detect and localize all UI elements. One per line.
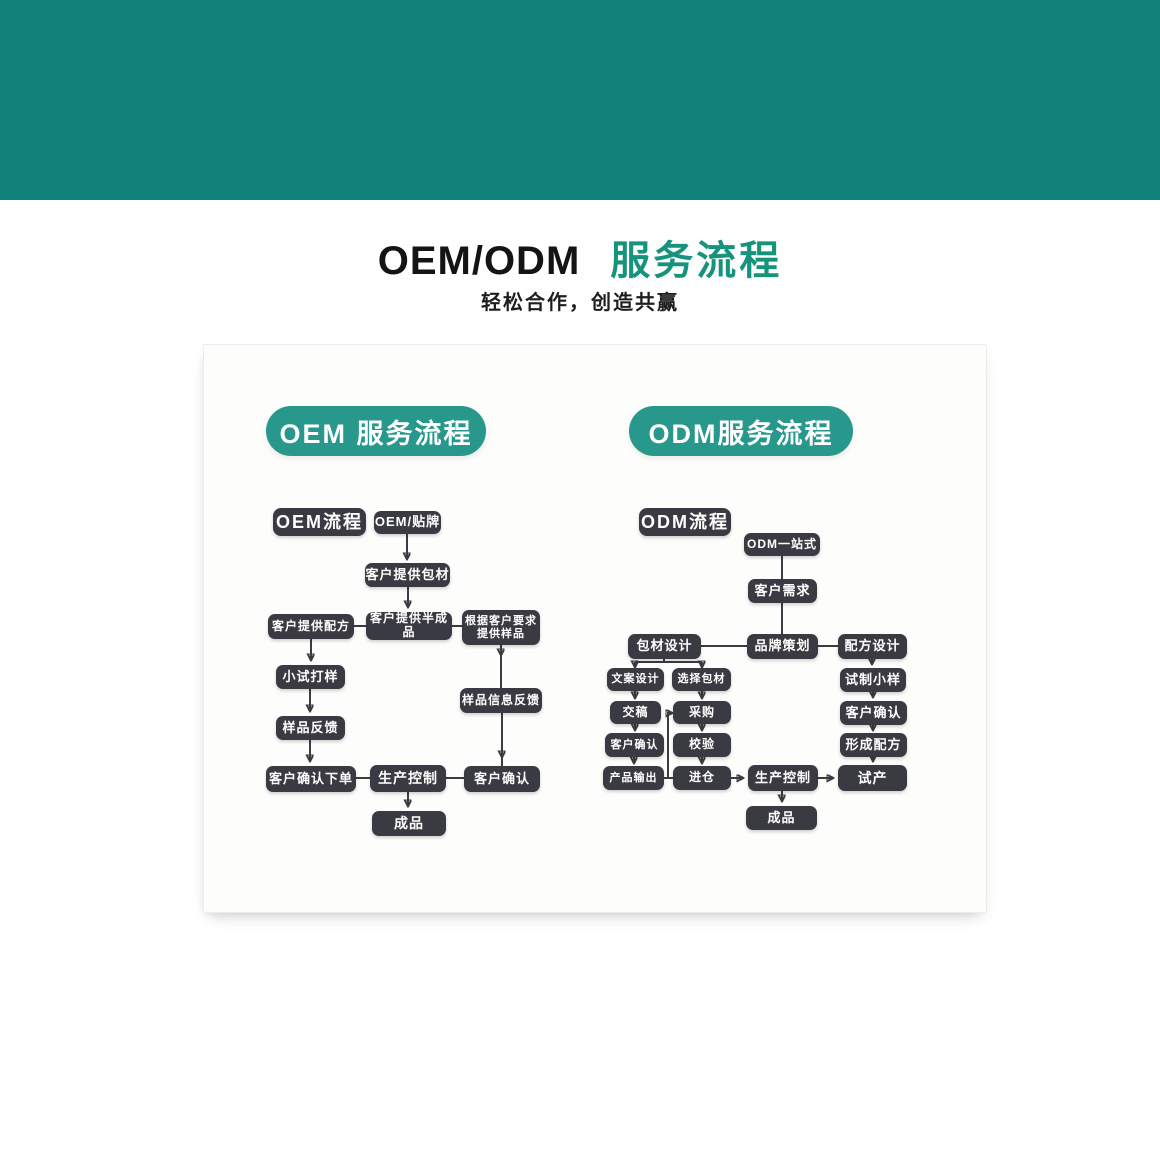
- node-copywriting-design: 文案设计: [607, 668, 664, 691]
- node-oem-finished-product: 成品: [372, 811, 446, 836]
- node-warehousing: 进仓: [673, 766, 731, 790]
- node-packaging-design: 包材设计: [628, 634, 701, 659]
- node-trial-production: 试产: [838, 765, 907, 791]
- node-brand-planning: 品牌策划: [747, 634, 818, 659]
- title-oem-odm: OEM/ODM: [377, 239, 581, 283]
- node-oem-customer-confirmation: 客户确认: [464, 766, 540, 792]
- node-customer-provides-semifinished: 客户提供半成品: [366, 611, 452, 640]
- node-customer-confirms-order: 客户确认下单: [266, 766, 356, 792]
- node-odm-production-control: 生产控制: [748, 765, 818, 791]
- node-submit-draft: 交稿: [610, 701, 661, 724]
- node-odm-process-label: ODM流程: [639, 508, 731, 536]
- page-subtitle: 轻松合作，创造共赢: [481, 292, 679, 314]
- node-customer-confirmation-left: 客户确认: [605, 733, 664, 757]
- title-accent: 服务流程: [610, 239, 783, 283]
- node-sample-info-feedback: 样品信息反馈: [460, 688, 542, 713]
- node-oem-production-control: 生产控制: [370, 765, 446, 792]
- node-customer-needs: 客户需求: [748, 579, 817, 603]
- page-title: OEM/ODM 服务流程: [0, 228, 1160, 286]
- node-provide-samples-per-request: 根据客户要求 提供样品: [462, 610, 540, 645]
- node-verification: 校验: [673, 733, 731, 757]
- node-customer-provides-formula: 客户提供配方: [268, 614, 354, 639]
- node-oem-process-label: OEM流程: [273, 508, 366, 536]
- node-customer-provides-packaging: 客户提供包材: [365, 563, 450, 587]
- odm-badge: ODM服务流程: [629, 406, 853, 456]
- header-band: [0, 0, 1160, 200]
- node-oem-private-label: OEM/贴牌: [374, 511, 441, 534]
- node-sample-feedback: 样品反馈: [276, 716, 345, 740]
- flowchart-card: OEM 服务流程 ODM服务流程: [203, 344, 987, 913]
- oem-badge: OEM 服务流程: [266, 406, 486, 456]
- node-odm-one-stop: ODM一站式: [744, 533, 820, 556]
- node-customer-confirmation-right: 客户确认: [840, 701, 907, 725]
- node-trial-sample: 试制小样: [840, 668, 906, 692]
- node-formula-design: 配方设计: [838, 634, 907, 659]
- node-odm-finished-product: 成品: [746, 806, 817, 830]
- node-product-output: 产品输出: [603, 766, 664, 790]
- node-procurement: 采购: [673, 701, 731, 724]
- node-small-trial-sampling: 小试打样: [276, 665, 345, 689]
- node-select-packaging: 选择包材: [672, 668, 731, 691]
- node-form-formula: 形成配方: [840, 733, 907, 757]
